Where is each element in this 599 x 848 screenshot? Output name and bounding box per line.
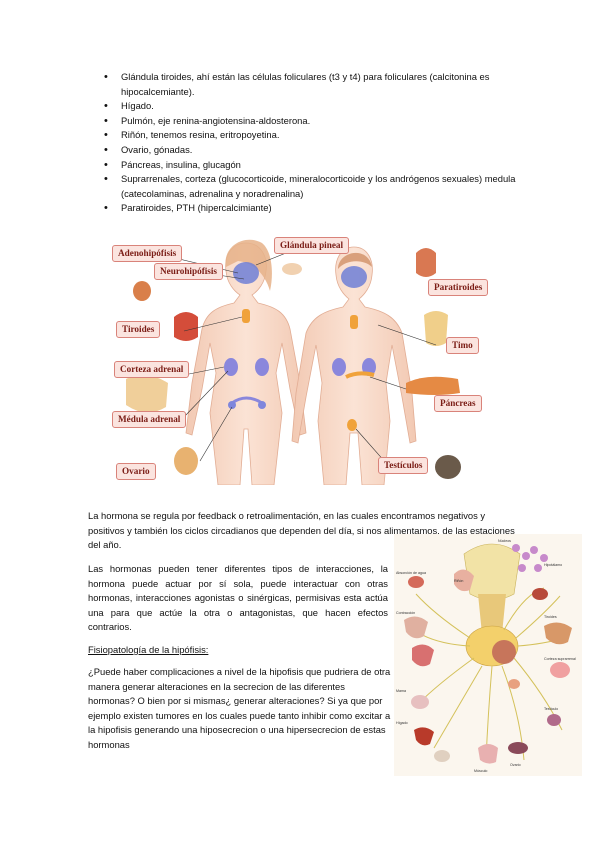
bullet-item: Riñón, tenemos resina, eritropoyetina. — [104, 128, 524, 143]
svg-text:Corteza suprarrenal: Corteza suprarrenal — [544, 657, 576, 661]
label-pancreas: Páncreas — [434, 395, 482, 412]
svg-text:Ovario: Ovario — [510, 763, 521, 767]
paragraph-fisiopatologia: ¿Puede haber complicaciones a nivel de l… — [88, 666, 391, 750]
ovary-drawing — [174, 447, 198, 475]
male-body — [291, 246, 417, 486]
label-glandula-pineal: Glándula pineal — [274, 237, 350, 254]
adrenal-drawing — [126, 374, 168, 413]
bullet-item: Páncreas, insulina, glucagón — [104, 158, 524, 173]
bullet-item: Glándula tiroides, ahí están las células… — [104, 70, 524, 99]
svg-text:Núcleos: Núcleos — [498, 539, 511, 543]
bullet-item: Hígado. — [104, 99, 524, 114]
endocrine-bodies-illustration — [126, 239, 461, 486]
parathyroid-drawing — [416, 248, 436, 277]
label-timo: Timo — [446, 337, 479, 354]
label-neurohipofisis: Neurohipófisis — [154, 263, 224, 280]
bullet-item: Paratiroides, PTH (hipercalcimiante) — [104, 201, 524, 216]
label-medula-adrenal: Médula adrenal — [112, 411, 187, 428]
svg-text:Hipotálamo: Hipotálamo — [544, 563, 562, 567]
svg-text:Testículo: Testículo — [544, 707, 558, 711]
bullet-list: Glándula tiroides, ahí están las células… — [104, 70, 524, 216]
bullet-item: Suprarrenales, corteza (glucocorticoide,… — [104, 172, 524, 201]
hypophysis-axis-figure: Núcleos Hipotálamo Absorción de agua Con… — [394, 534, 582, 776]
svg-text:Músculo: Músculo — [474, 769, 487, 773]
female-body — [185, 239, 307, 486]
svg-text:Hígado: Hígado — [396, 721, 408, 725]
svg-text:Tiroides: Tiroides — [544, 615, 557, 619]
bullet-item: Pulmón, eje renina-angiotensina-aldoster… — [104, 114, 524, 129]
section-title: Fisiopatología de la hipófisis: — [88, 644, 209, 655]
svg-text:Contracción: Contracción — [396, 611, 415, 615]
label-tiroides: Tiroides — [116, 321, 161, 338]
pituitary-drawing — [133, 281, 151, 301]
label-ovario: Ovario — [116, 463, 156, 480]
bullet-item: Ovario, gónadas. — [104, 143, 524, 158]
pineal-drawing — [282, 263, 302, 275]
hypophysis-axis-illustration: Núcleos Hipotálamo Absorción de agua Con… — [396, 539, 576, 773]
svg-text:Mama: Mama — [396, 689, 406, 693]
thyroid-drawing — [174, 312, 198, 341]
svg-text:Absorción de agua: Absorción de agua — [396, 571, 426, 575]
paragraph-interacciones: Las hormonas pueden tener diferentes tip… — [88, 563, 388, 633]
label-adenohipofisis: Adenohipófisis — [112, 245, 183, 262]
svg-text:Riñón: Riñón — [454, 579, 463, 583]
paragraph-feedback: La hormona se regula por feedback o retr… — [88, 510, 515, 551]
label-paratiroides: Paratiroides — [428, 279, 489, 296]
label-testiculos: Testículos — [378, 457, 429, 474]
pancreas-drawing — [406, 376, 460, 395]
thymus-drawing — [424, 311, 448, 346]
label-corteza-adrenal: Corteza adrenal — [114, 361, 190, 378]
endocrine-glands-figure: Adenohipófisis Neurohipófisis Glándula p… — [106, 233, 516, 486]
testicles-drawing — [435, 455, 461, 479]
